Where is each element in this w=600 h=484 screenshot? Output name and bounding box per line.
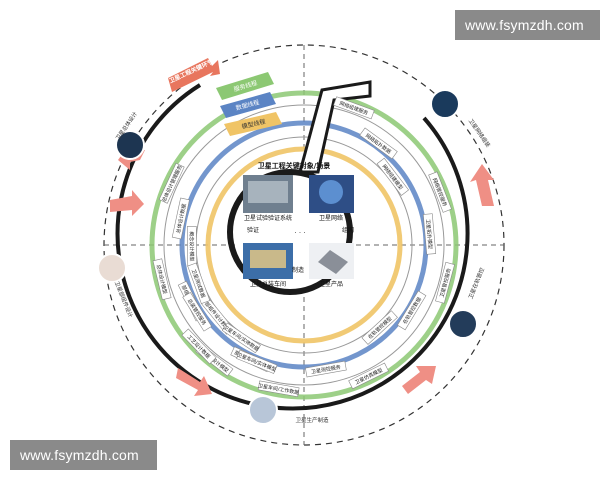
ring-label: 概念设计模型 [188,231,195,261]
model-ring [205,146,403,344]
panel-product-satellite [318,250,348,274]
stage-icon-overall-design [115,130,145,160]
ring-label-box [361,310,398,345]
arrow-bottom-left [176,368,212,396]
watermark-top: www.fsymzdh.com [455,10,600,40]
ring-label-box [397,290,427,331]
panel-assembly-detail [250,250,286,268]
verb-manufacture: 制造 [292,266,304,274]
watermark-bottom: www.fsymzdh.com [10,440,157,470]
center-cycle-ring [227,169,353,295]
arrow-right-mid [470,164,494,206]
ring-label-box [152,258,172,301]
ring-label-box [158,162,185,204]
stage-label-network: 卫星网络组装 [467,117,493,149]
panel-label-network: 卫星网络 [319,214,343,222]
ring-label-box [435,261,455,304]
legend-data-ribbon [220,92,276,118]
stage-label-manufacturing: 卫星生产制造 [295,416,329,424]
stage-icon-operations [448,309,478,339]
ring-label-box [221,322,261,354]
service-ring [149,90,459,400]
stage-icon-manufacturing [248,395,278,425]
arrow-bottom-right [402,366,436,394]
ring-label-box [257,380,300,398]
ring-label-box [348,362,389,390]
ring-label-box [359,127,398,160]
ring-label-box [305,360,347,378]
ring-label: 卫星拓扑模型 [424,219,434,250]
ring-label-box [187,262,211,305]
panel-label-assembly: 卫星总装车间 [250,280,286,288]
ring-label-box [181,328,217,365]
legend-model-ribbon [224,112,282,136]
ring-label-box [376,157,410,196]
panel-network-globe [319,180,343,204]
ring-label-box [182,292,212,332]
ring-label: 在轨管控模型 [367,315,394,340]
stage-icon-network [430,89,460,119]
arrow-left-mid [110,190,144,216]
verb-network: 组网 [342,226,354,234]
ring-label-box [422,213,437,255]
ring-label-box [171,197,190,240]
lifecycle-banner-shape [168,58,220,92]
ring-label-box [333,96,375,120]
stage-icon-component [97,253,127,283]
panel-test-system-detail [248,181,288,203]
center-title: 卫星工程关键对象/场景 [258,161,331,170]
ring-label-box [428,171,452,213]
panel-label-test-system: 卫星试验验证系统 [244,214,292,222]
stage-label-operations: 卫星在轨管控 [466,266,486,300]
ring-label-box [236,349,278,374]
center-ellipsis: · · · [294,229,305,237]
legend-service-ribbon [216,72,274,100]
panel-label-product: 卫星产品 [319,280,343,288]
inner-thin-ring [163,104,445,386]
verb-verify: 验证 [247,226,259,234]
center-feedback-arrow [298,80,372,174]
